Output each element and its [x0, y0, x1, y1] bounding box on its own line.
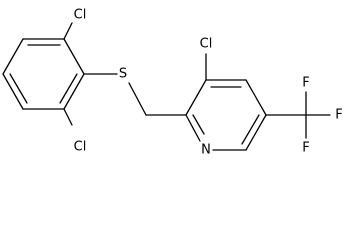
double-bond-inner: [192, 114, 205, 135]
double-bond-inner: [241, 114, 260, 145]
bond-cl-bottom: [63, 108, 73, 126]
bond: [2, 73, 24, 110]
bond-cl-top: [63, 22, 73, 40]
bond: [185, 79, 207, 116]
double-bond-inner: [9, 73, 28, 104]
bond: [2, 38, 24, 75]
structure-canvas: Cl Cl S N Cl F F: [2, 8, 343, 158]
bond: [245, 114, 267, 151]
bond: [185, 114, 201, 142]
chlorine-atom-bottom-left: Cl: [74, 140, 87, 155]
double-bond-inner: [59, 73, 78, 104]
chlorine-atom-pyridine: Cl: [200, 37, 213, 52]
dichlorophenyl-ring: [2, 38, 85, 110]
chlorine-atom-top-left: Cl: [74, 8, 87, 23]
nitrogen-atom: N: [201, 143, 211, 158]
sulfur-atom: S: [119, 67, 127, 82]
fluorine-atom-right: F: [335, 108, 342, 123]
bond-sulfur-ch2: [128, 82, 147, 116]
fluorine-atom-top: F: [302, 76, 309, 91]
bond: [63, 73, 85, 110]
chemical-structure-diagram: Cl Cl S N Cl F F: [2, 8, 343, 158]
bond: [63, 38, 85, 75]
fluorine-atom-bottom: F: [302, 141, 309, 156]
pyridine-ring: [185, 79, 267, 151]
bond: [245, 79, 267, 116]
